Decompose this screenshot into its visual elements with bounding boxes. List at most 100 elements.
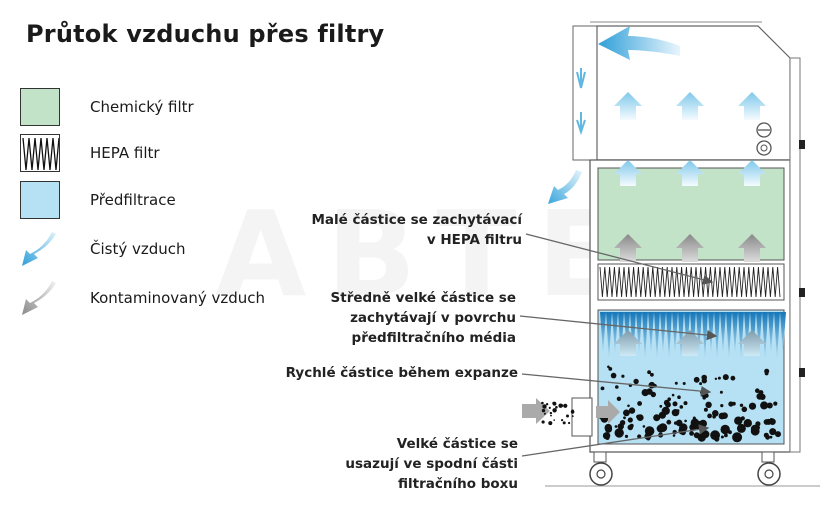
particle — [566, 414, 569, 418]
particle — [552, 401, 556, 405]
particle — [650, 391, 656, 398]
outflow-arrow-icon — [598, 26, 680, 60]
clean-air-arrow-icon — [22, 232, 56, 266]
particle — [764, 371, 769, 376]
contaminated-air-up-arrow-icon — [738, 330, 766, 356]
callout-fast-particles: Rychlé částice během expanze — [260, 363, 518, 383]
particle — [694, 420, 704, 430]
particle — [775, 431, 781, 438]
prefilter-fiber — [726, 312, 732, 360]
caster-wheel-right — [757, 451, 781, 486]
particle — [692, 416, 696, 420]
particle — [562, 421, 566, 425]
particle — [658, 423, 668, 432]
prefilter-fiber — [762, 312, 768, 360]
contaminated-air-up-arrow-icon — [614, 234, 642, 262]
particle — [714, 377, 718, 380]
particle — [553, 419, 555, 421]
particle — [732, 432, 743, 443]
callout-line: filtračního boxu — [398, 476, 518, 492]
callout-line: Malé částice se zachytávací — [311, 212, 523, 228]
particle — [550, 414, 552, 417]
particle — [693, 376, 700, 383]
particle — [549, 411, 553, 415]
legend-label: Chemický filtr — [90, 98, 194, 116]
particle — [624, 434, 629, 438]
particle — [719, 390, 723, 394]
particle — [629, 423, 634, 428]
callout-small-particles: Malé částice se zachytávací v HEPA filtr… — [300, 210, 523, 250]
prefilter-fiber — [654, 312, 660, 360]
legend-item-chemical-filter: Chemický filtr — [20, 88, 320, 130]
particle — [743, 419, 752, 428]
particle — [568, 421, 571, 425]
particle — [750, 424, 760, 434]
inlet-arrow-icon — [522, 398, 550, 424]
particle — [732, 401, 736, 406]
particle — [769, 428, 777, 436]
particle — [604, 425, 613, 433]
control-knob — [756, 140, 772, 156]
prefilter-fiber — [606, 312, 612, 360]
particle — [682, 382, 686, 385]
particle — [730, 375, 736, 381]
particle — [647, 426, 651, 430]
particle — [615, 385, 619, 389]
contaminated-air-up-arrow-icon — [676, 330, 704, 356]
legend-item-hepa-filter: HEPA filtr — [20, 134, 320, 176]
particle — [769, 418, 774, 422]
hepa-pleats — [599, 266, 781, 298]
particle — [689, 431, 694, 436]
prefilter-fiber — [780, 312, 786, 354]
particle — [712, 410, 719, 417]
particle — [560, 404, 564, 407]
particle — [748, 402, 757, 410]
callout-leaders — [519, 233, 718, 457]
prefilter-fiber — [648, 312, 654, 354]
particle — [679, 405, 684, 409]
clean-air-up-arrow-icon — [738, 92, 766, 120]
clean-air-up-arrow-icon — [614, 92, 642, 120]
particle — [699, 382, 703, 386]
particle — [649, 429, 653, 433]
particle — [619, 420, 626, 426]
callout-medium-particles: Středně velké částice se zachytávají v p… — [300, 288, 516, 348]
particle — [769, 435, 773, 439]
prefilter-fiber — [720, 312, 726, 354]
particle — [701, 374, 707, 381]
clean-air-up-arrow-icon — [676, 160, 704, 186]
particle — [671, 393, 675, 397]
cabinet-side-panel — [789, 57, 801, 453]
particle — [641, 389, 649, 397]
particle — [637, 401, 642, 406]
particle — [636, 414, 641, 419]
particle — [720, 404, 724, 408]
prefilter-fiber — [666, 312, 672, 360]
callout-line: zachytávají v povrchu — [350, 310, 516, 326]
particle — [683, 401, 688, 406]
particle — [672, 434, 676, 437]
particle — [623, 409, 630, 417]
particle — [616, 432, 621, 437]
particle — [665, 401, 671, 408]
particle — [705, 401, 712, 408]
particle — [684, 419, 687, 423]
contaminated-air-arrow-icon — [22, 281, 56, 315]
prefilter-fiber — [744, 312, 750, 354]
particle — [702, 396, 706, 400]
chemical-filter-arrows — [614, 160, 766, 262]
particle — [773, 401, 778, 406]
callout-line: Rychlé částice během expanze — [285, 365, 518, 381]
prefilter-arrows — [614, 330, 766, 356]
chemical-filter-swatch — [20, 88, 60, 126]
particle — [707, 413, 712, 419]
particle — [760, 401, 769, 410]
particle — [548, 406, 551, 409]
particle — [628, 407, 636, 414]
legend-label: HEPA filtr — [90, 144, 160, 162]
contaminated-air-up-arrow-icon — [738, 234, 766, 262]
callout-line: v HEPA filtru — [426, 232, 522, 248]
particle — [542, 404, 547, 409]
legend-item-contaminated-air: Kontaminovaný vzduch — [20, 279, 320, 321]
particle — [758, 390, 764, 396]
